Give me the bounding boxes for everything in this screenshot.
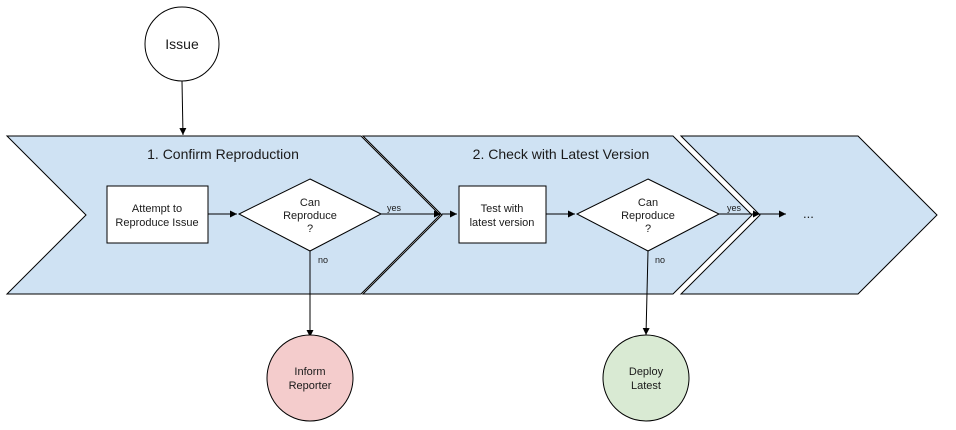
edge-label-decision2-no: no — [655, 255, 665, 265]
continuation-ellipsis: ... — [803, 206, 814, 221]
edge-issue-to-phase — [179, 80, 187, 136]
phase-chevron-next — [679, 135, 938, 295]
process-attempt-line2: Reproduce Issue — [115, 217, 198, 229]
process-box-attempt-reproduce — [106, 185, 209, 244]
phase-chevron-confirm-reproduction — [5, 135, 441, 295]
process-box-test-latest — [458, 185, 547, 244]
inform-line2: Reporter — [289, 380, 332, 392]
decision2-line1: Can — [638, 197, 658, 209]
phase-chevron-check-latest — [361, 135, 753, 295]
edge-label-decision1-yes: yes — [387, 203, 402, 213]
phase-title-check-latest: 2. Check with Latest Version — [473, 146, 650, 162]
process-test-line1: Test with — [481, 203, 524, 215]
edge-label-decision2-yes: yes — [727, 203, 742, 213]
decision2-line3: ? — [645, 223, 651, 235]
decision2-line2: Reproduce — [621, 210, 675, 222]
decision1-line1: Can — [300, 197, 320, 209]
edge-label-decision1-no: no — [318, 255, 328, 265]
process-test-line2: latest version — [470, 217, 535, 229]
start-node-label: Issue — [165, 36, 199, 52]
decision1-line2: Reproduce — [283, 210, 337, 222]
process-attempt-line1: Attempt to — [132, 203, 182, 215]
phase-title-confirm-reproduction: 1. Confirm Reproduction — [147, 146, 299, 162]
deploy-line1: Deploy — [629, 366, 664, 378]
deploy-line2: Latest — [631, 380, 661, 392]
inform-line1: Inform — [294, 366, 325, 378]
end-node-deploy-latest — [602, 334, 690, 422]
end-node-inform-reporter — [266, 334, 354, 422]
edge-decision2-no — [642, 250, 650, 336]
decision1-line3: ? — [307, 223, 313, 235]
